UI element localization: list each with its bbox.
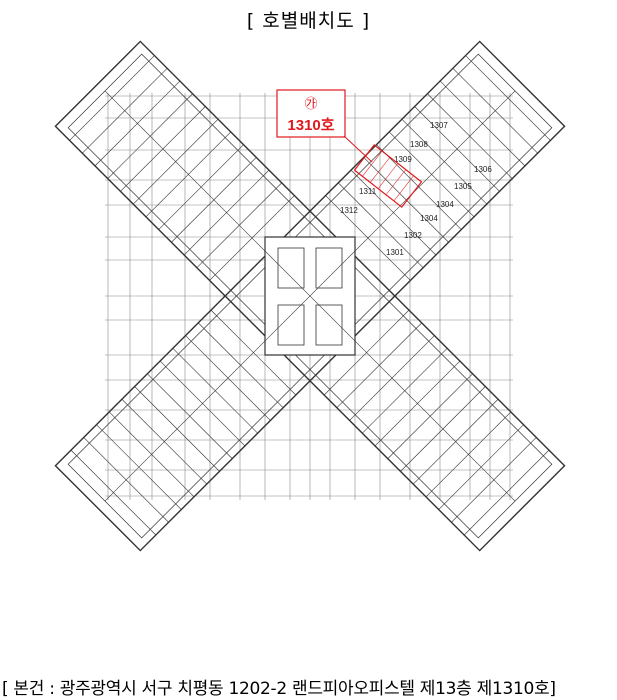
building-outline (54, 40, 566, 552)
unit-label: 1311 (359, 187, 377, 196)
unit-1310-highlight (353, 144, 423, 208)
page-title: [ 호별배치도 ] (246, 10, 371, 32)
unit-labels: 1307 1308 1309 1306 1305 1304 1304 1302 … (340, 121, 492, 257)
marker-unit-label: 1310호 (287, 117, 334, 134)
unit-label: 1312 (340, 206, 358, 215)
highlight-marker: ㉮ 1310호 (276, 89, 423, 208)
unit-label: 1304 (436, 200, 454, 209)
unit-label: 1307 (430, 121, 448, 130)
unit-label: 1301 (386, 248, 404, 257)
unit-label: 1304 (420, 214, 438, 223)
unit-label: 1305 (454, 182, 472, 191)
unit-label: 1302 (404, 231, 422, 240)
unit-label: 1309 (394, 155, 412, 164)
unit-label: 1308 (410, 140, 428, 149)
unit-label: 1306 (474, 165, 492, 174)
address-caption: [ 본건 : 광주광역시 서구 치평동 1202-2 랜드피아오피스텔 제13층… (2, 679, 556, 699)
marker-symbol: ㉮ (304, 97, 317, 112)
corridor-line (104, 90, 516, 502)
